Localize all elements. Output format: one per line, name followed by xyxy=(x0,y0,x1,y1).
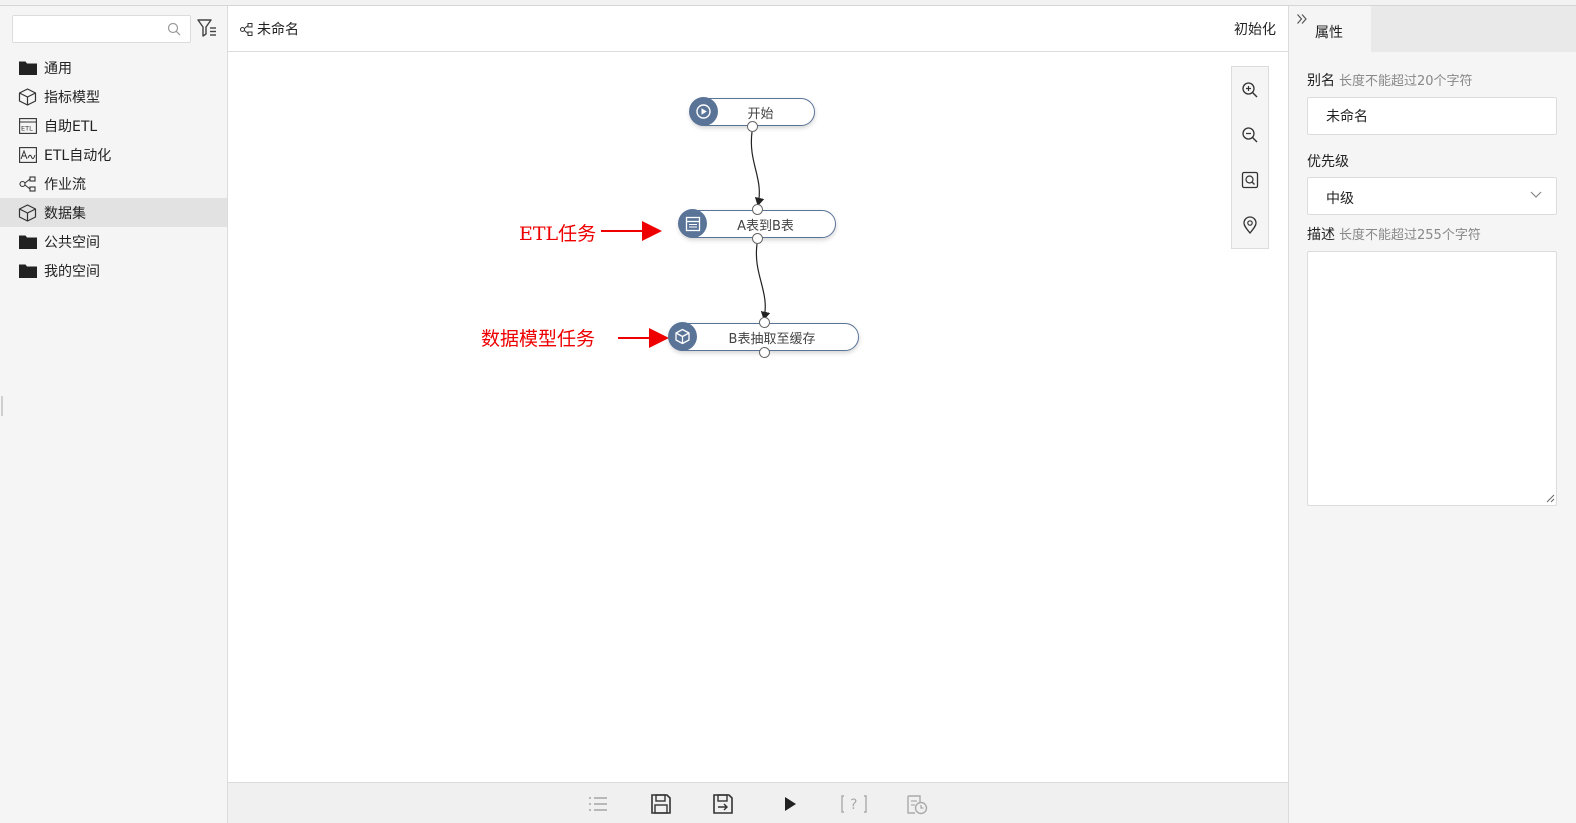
tree-item-etl-automation[interactable]: ETL自动化 xyxy=(0,140,227,169)
desc-hint: 长度不能超过255个字符 xyxy=(1339,228,1481,243)
tree-item-self-etl[interactable]: ETL 自助ETL xyxy=(0,111,227,140)
tree-item-metric-model[interactable]: 指标模型 xyxy=(0,82,227,111)
folder-icon xyxy=(18,59,37,76)
etl-table-icon xyxy=(678,209,707,238)
run-icon xyxy=(785,797,796,811)
zoom-in-button[interactable] xyxy=(1232,67,1268,112)
play-icon xyxy=(689,97,718,126)
alias-label: 别名 xyxy=(1307,73,1335,89)
workflow-icon xyxy=(18,175,37,192)
properties-tabs: 属性 xyxy=(1289,6,1576,52)
flow-canvas[interactable]: 开始 A表到B表 B表抽取至缓存 ETL任务 数据模型任务 xyxy=(228,53,1287,782)
zoom-in-icon xyxy=(1242,81,1258,97)
connector-start-etl[interactable] xyxy=(750,131,765,207)
alias-label-row: 别名长度不能超过20个字符 xyxy=(1307,70,1473,90)
locate-button[interactable] xyxy=(1232,202,1268,247)
filter-icon[interactable] xyxy=(196,17,218,39)
dataset-icon xyxy=(18,203,37,222)
zoom-out-button[interactable] xyxy=(1232,112,1268,157)
node-output-port[interactable] xyxy=(747,121,758,132)
save-as-button[interactable] xyxy=(709,789,739,819)
editor-header: 未命名 初始化 xyxy=(228,6,1288,52)
etl-auto-icon xyxy=(18,146,37,163)
init-button[interactable]: 初始化 xyxy=(1234,22,1276,38)
tree-item-label: 指标模型 xyxy=(44,89,100,106)
description-textarea[interactable] xyxy=(1307,251,1557,506)
annotation-data-model-task: 数据模型任务 xyxy=(481,328,596,350)
node-label: A表到B表 xyxy=(737,218,794,234)
tree-item-label: 通用 xyxy=(44,60,72,77)
tree-item-public-space[interactable]: 公共空间 xyxy=(0,227,227,256)
tree-item-label: 自助ETL xyxy=(44,118,98,135)
connector-etl-model[interactable] xyxy=(755,243,771,321)
desc-wrapper xyxy=(1289,251,1576,507)
etl-icon: ETL xyxy=(18,117,37,134)
save-button[interactable] xyxy=(646,789,676,819)
sidebar-resize-handle[interactable] xyxy=(1,396,4,416)
list-button[interactable] xyxy=(583,789,613,819)
search-icon[interactable] xyxy=(167,22,181,36)
tab-properties[interactable]: 属性 xyxy=(1315,25,1343,41)
zoom-out-icon xyxy=(1242,126,1258,142)
svg-text:ETL: ETL xyxy=(21,124,33,132)
folder-icon xyxy=(18,233,37,250)
alias-hint: 长度不能超过20个字符 xyxy=(1339,74,1473,89)
bottom-toolbar: ? xyxy=(228,782,1288,823)
resource-tree: 通用 指标模型 ETL 自助ETL ETL自动化 作业流 xyxy=(0,53,227,285)
connector-layer xyxy=(601,131,771,348)
tree-item-general[interactable]: 通用 xyxy=(0,53,227,82)
priority-label: 优先级 xyxy=(1307,154,1349,170)
alias-input[interactable] xyxy=(1307,97,1557,135)
top-border xyxy=(0,0,1576,6)
desc-label: 描述 xyxy=(1307,227,1335,243)
node-label: 开始 xyxy=(747,106,774,122)
tree-item-label: 数据集 xyxy=(44,205,86,222)
help-icon: ? xyxy=(841,795,867,813)
tree-item-label: 我的空间 xyxy=(44,263,100,280)
node-input-port[interactable] xyxy=(759,317,770,328)
tree-item-dataset[interactable]: 数据集 xyxy=(0,198,227,227)
resource-sidebar: 通用 指标模型 ETL 自助ETL ETL自动化 作业流 xyxy=(0,6,228,823)
schedule-button[interactable] xyxy=(902,789,932,819)
annotation-etl-task: ETL任务 xyxy=(519,223,597,245)
flow-title: 未命名 xyxy=(240,19,299,39)
run-button[interactable] xyxy=(775,789,805,819)
priority-select[interactable]: 中级 xyxy=(1307,177,1557,215)
double-chevron-right-icon[interactable] xyxy=(1296,13,1308,25)
tree-item-label: ETL自动化 xyxy=(44,147,112,164)
location-pin-icon xyxy=(1243,215,1257,234)
node-output-port[interactable] xyxy=(752,233,763,244)
node-input-port[interactable] xyxy=(752,204,763,215)
list-icon xyxy=(589,797,607,811)
help-button[interactable]: ? xyxy=(839,789,869,819)
chevron-down-icon xyxy=(1530,191,1542,198)
save-as-icon xyxy=(713,794,733,814)
search-input[interactable] xyxy=(13,16,153,42)
fit-view-icon xyxy=(1241,171,1259,188)
node-label: B表抽取至缓存 xyxy=(728,331,816,347)
svg-text:?: ? xyxy=(850,797,857,813)
search-box xyxy=(12,15,191,43)
data-model-icon xyxy=(668,322,697,351)
priority-value: 中级 xyxy=(1326,191,1354,207)
tree-item-label: 公共空间 xyxy=(44,234,100,251)
tree-item-workflow[interactable]: 作业流 xyxy=(0,169,227,198)
flow-title-text: 未命名 xyxy=(257,22,299,38)
folder-icon xyxy=(18,262,37,279)
tree-item-my-space[interactable]: 我的空间 xyxy=(0,256,227,285)
tab-bar-background xyxy=(1371,6,1576,52)
schedule-icon xyxy=(907,795,928,815)
workflow-editor: 未命名 初始化 开始 xyxy=(228,6,1288,823)
resize-grip-icon[interactable] xyxy=(1545,493,1555,503)
save-icon xyxy=(651,794,671,814)
tree-item-label: 作业流 xyxy=(44,176,86,193)
zoom-toolbar xyxy=(1231,66,1269,249)
fit-view-button[interactable] xyxy=(1232,157,1268,202)
workflow-icon xyxy=(240,22,253,36)
desc-label-row: 描述长度不能超过255个字符 xyxy=(1307,224,1481,244)
node-output-port[interactable] xyxy=(759,347,770,358)
cube-icon xyxy=(18,87,37,106)
